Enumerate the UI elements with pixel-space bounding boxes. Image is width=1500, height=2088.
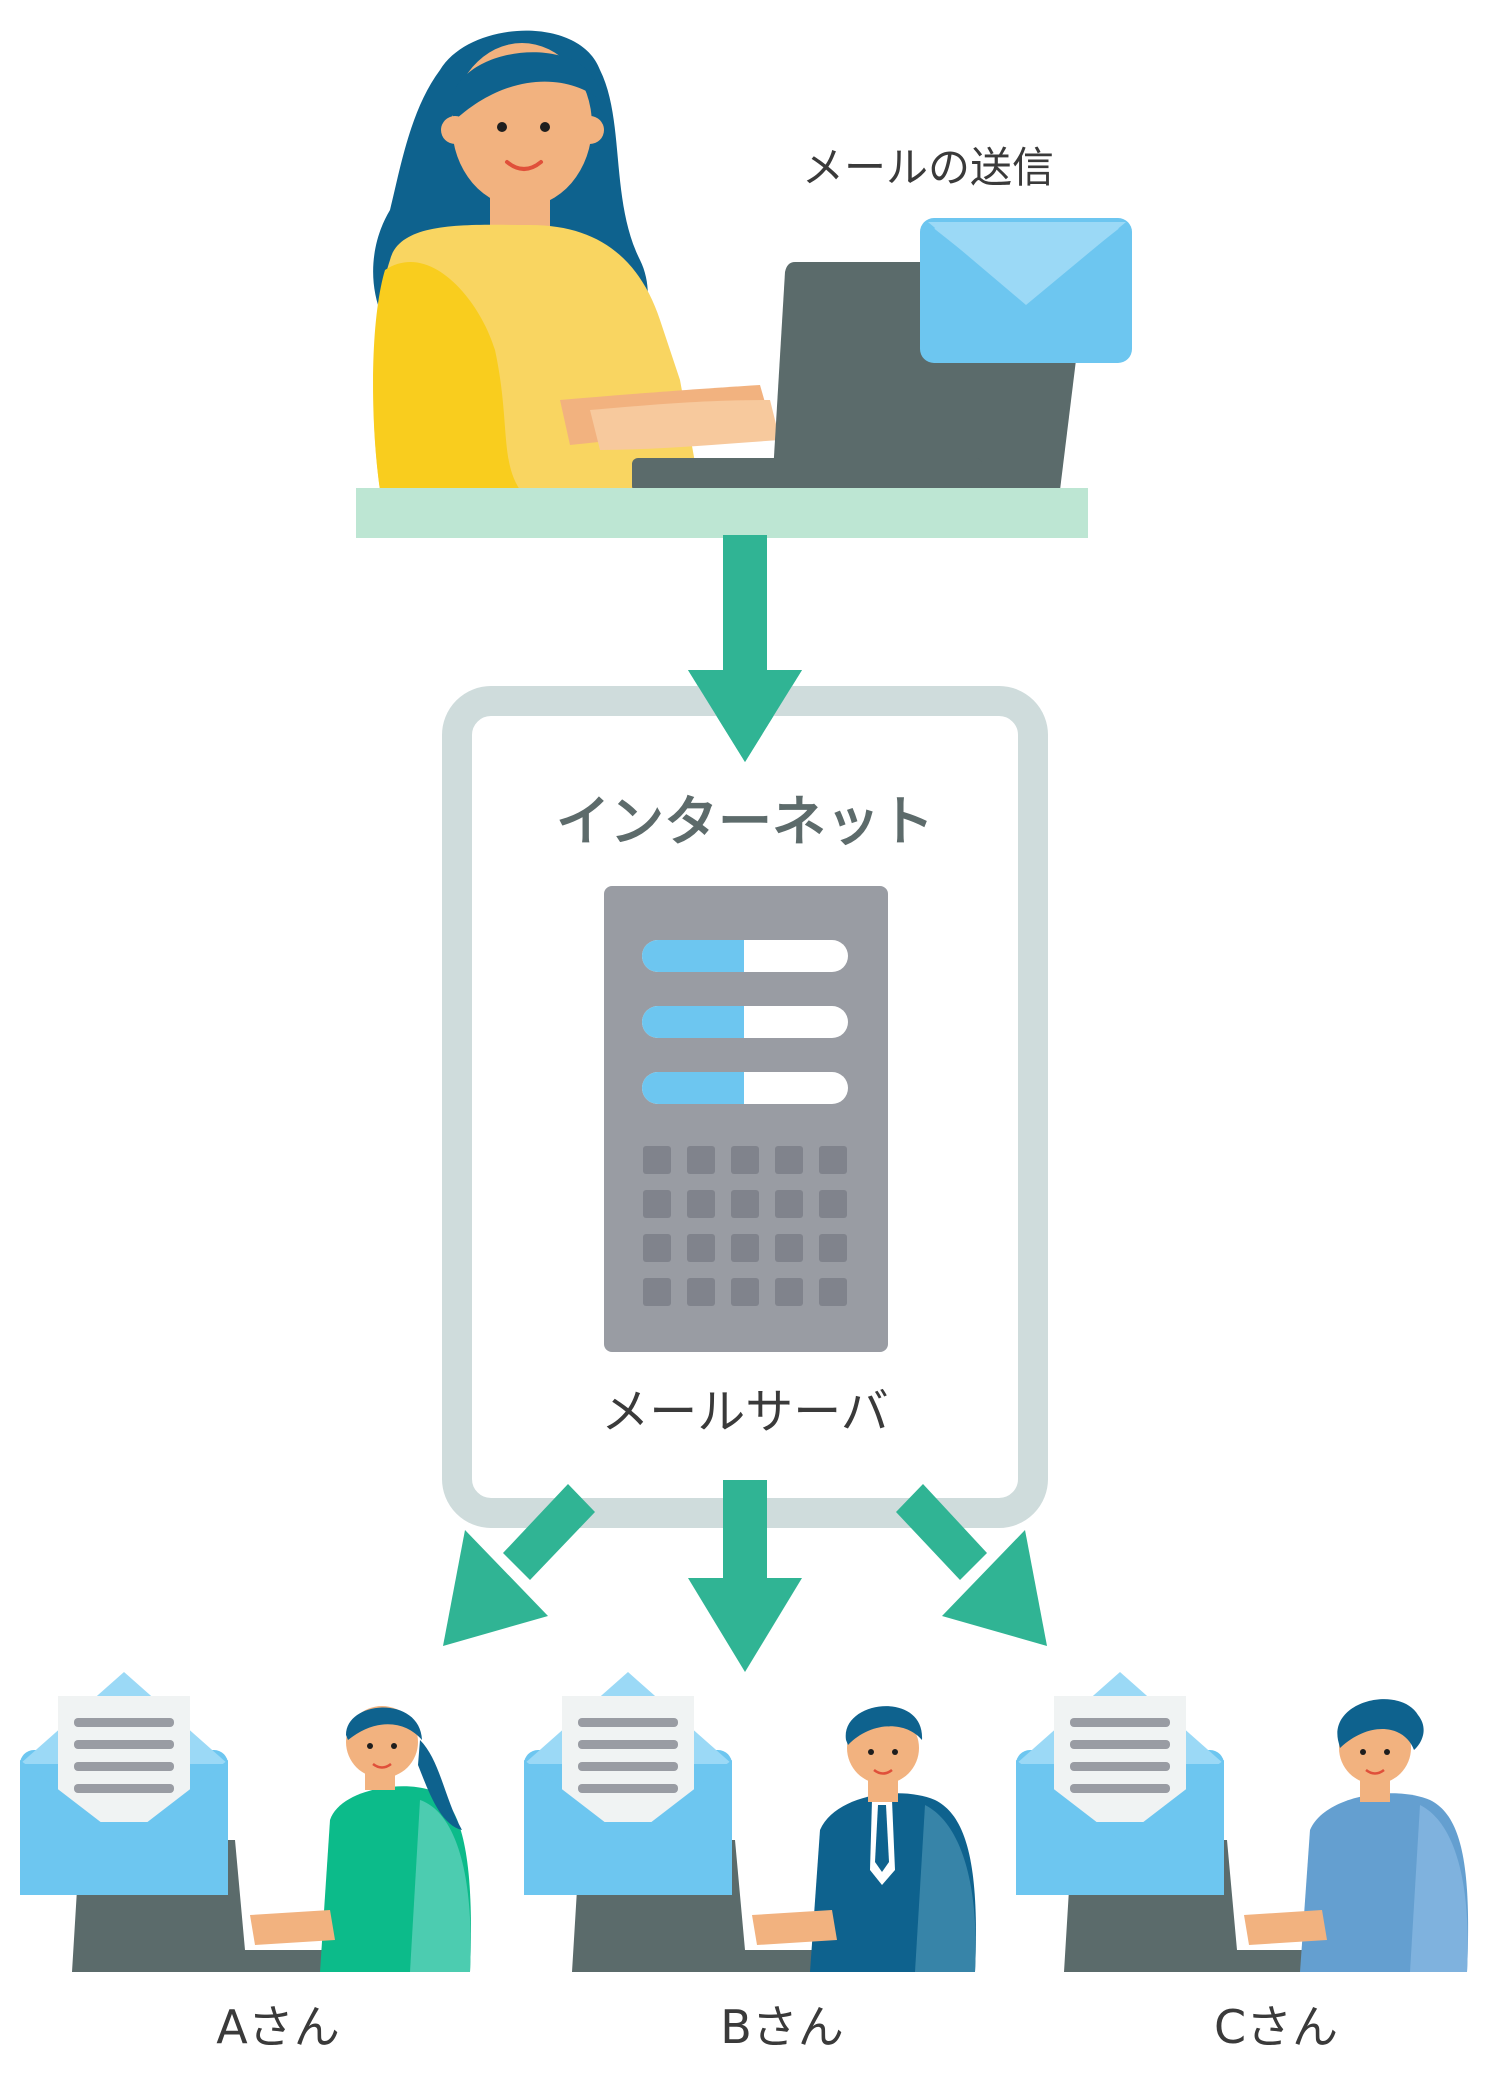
sender-illustration xyxy=(373,30,780,491)
arrow-to-b-icon xyxy=(688,1480,802,1672)
recipient-b-label: Bさん xyxy=(720,2000,844,2054)
server-label: メールサーバ xyxy=(601,1384,889,1440)
envelope-open-icon-c xyxy=(1016,1672,1224,1895)
recipient-c-label: Cさん xyxy=(1214,2000,1338,2054)
envelope-open-icon-b xyxy=(524,1672,732,1895)
arrow-to-c-icon xyxy=(896,1484,1047,1646)
mail-server-icon xyxy=(604,886,888,1352)
arrow-to-a-icon xyxy=(443,1484,595,1646)
send-label: メールの送信 xyxy=(802,143,1054,192)
arrow-head xyxy=(688,670,802,762)
recipient-a-illustration xyxy=(72,1706,471,1972)
internet-label: インターネット xyxy=(556,790,934,853)
envelope-open-icon-a xyxy=(20,1672,228,1895)
desk xyxy=(356,488,1088,538)
envelope-icon xyxy=(920,218,1132,363)
recipient-a-label: Aさん xyxy=(216,2000,339,2054)
